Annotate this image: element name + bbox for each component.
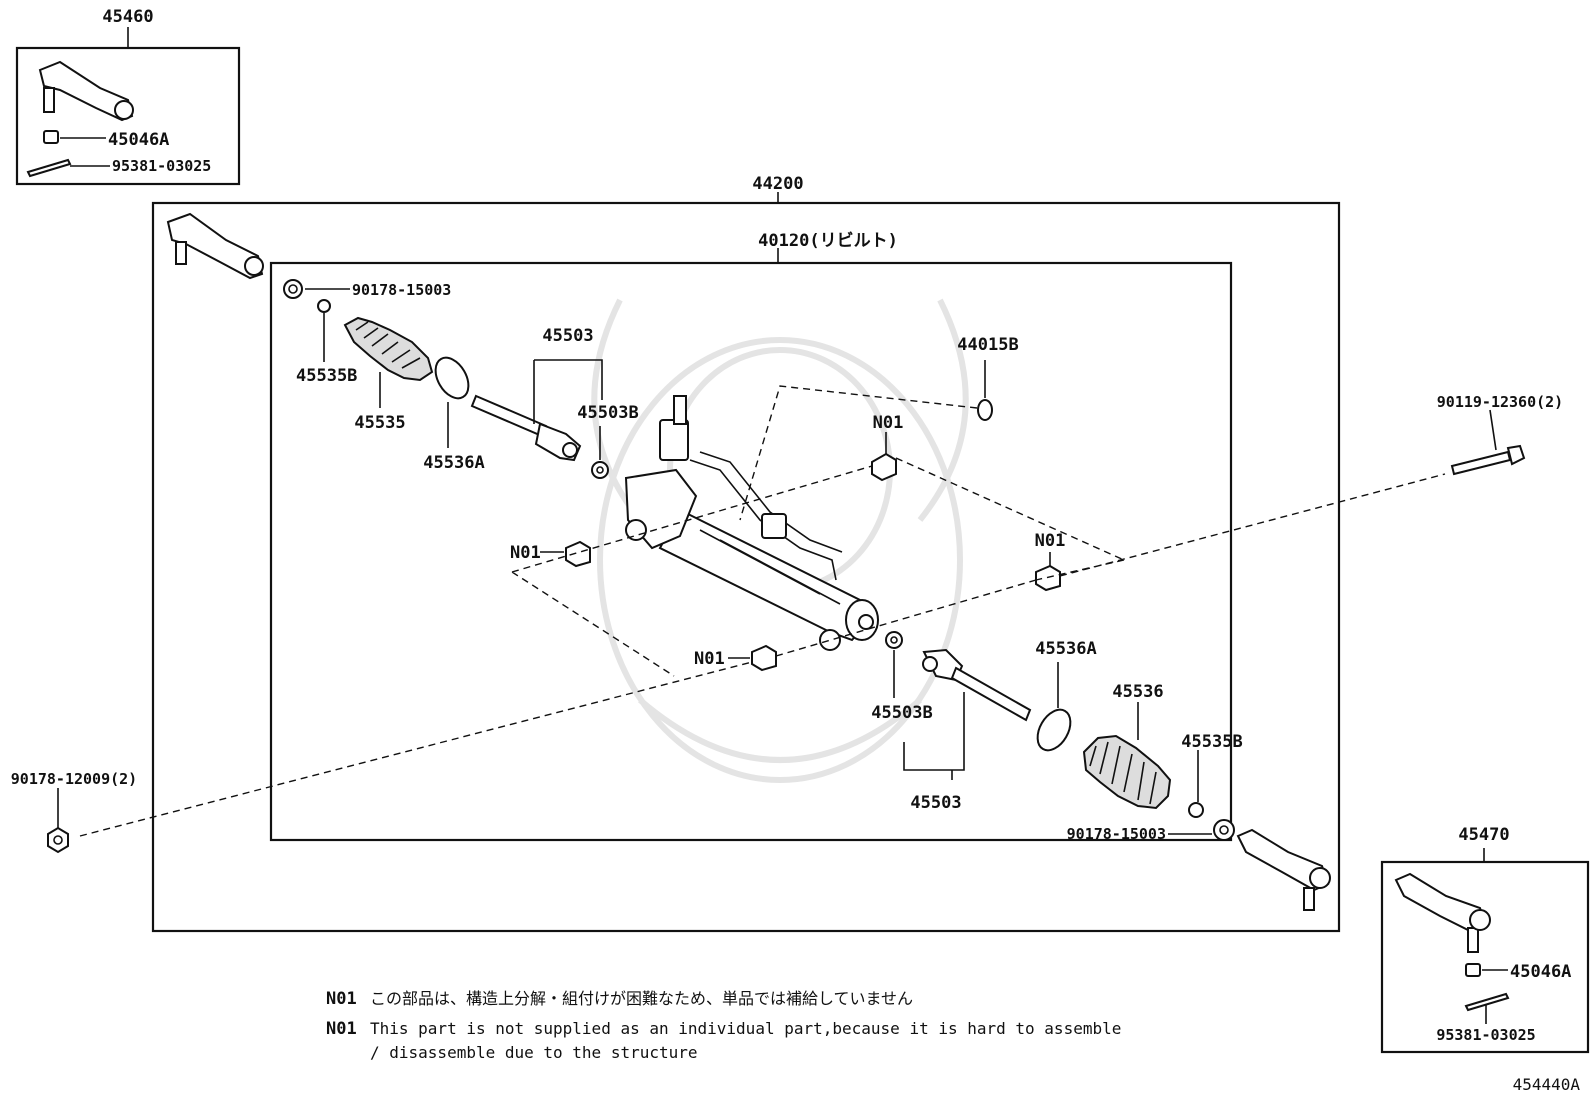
clip-bottom-icon <box>1213 819 1235 841</box>
tie-rod-right-icon <box>922 648 1032 722</box>
n01-mount-a-icon <box>871 452 897 482</box>
n01-mount-b-icon <box>565 540 591 568</box>
label-90178-15003-bottom[interactable]: 90178-15003 <box>1067 825 1166 843</box>
clamp-right-icon <box>1036 708 1072 752</box>
notes: N01 この部品は、構造上分解・組付けが困難なため、単品では補給していません N… <box>326 989 1121 1062</box>
label-45503-right[interactable]: 45503 <box>910 793 961 813</box>
washer-left-icon <box>591 461 609 479</box>
washer-right-icon <box>885 631 903 649</box>
assembly-box-44200: 44200 <box>151 174 1341 933</box>
clamp-left-icon <box>434 356 470 400</box>
label-40120[interactable]: 40120(リビルト) <box>758 231 898 251</box>
rack-box-40120: 40120(リビルト) <box>269 231 1233 842</box>
boot-right-icon <box>1082 734 1172 810</box>
label-45535[interactable]: 45535 <box>354 413 405 433</box>
label-n01-a[interactable]: N01 <box>873 413 904 433</box>
label-90178-12009[interactable]: 90178-12009(2) <box>11 770 137 788</box>
boot-left-icon <box>343 316 434 382</box>
label-45503-left[interactable]: 45503 <box>542 326 593 346</box>
label-45046a-bottom[interactable]: 45046A <box>1510 962 1571 982</box>
tie-rod-left-icon <box>470 394 582 462</box>
label-45535b-left[interactable]: 45535B <box>296 366 357 386</box>
tie-rod-end-bottom-icon <box>1394 872 1491 953</box>
boot-clamp-left-icon <box>317 299 331 313</box>
tie-rod-end-top-icon <box>38 60 134 122</box>
kit-box-45470: 45470 45046A 95381-03025 <box>1380 825 1590 1054</box>
label-90119-12360[interactable]: 90119-12360(2) <box>1437 393 1563 411</box>
label-45503b-right[interactable]: 45503B <box>871 703 932 723</box>
label-45470[interactable]: 45470 <box>1458 825 1509 845</box>
clip-top-icon <box>283 279 303 299</box>
label-95381-03025-top[interactable]: 95381-03025 <box>112 157 211 175</box>
label-45536a-left[interactable]: 45536A <box>423 453 484 473</box>
label-n01-b[interactable]: N01 <box>510 543 541 563</box>
label-45460[interactable]: 45460 <box>102 7 153 27</box>
note-code-en: N01 <box>326 1019 357 1039</box>
diagram-code: 454440A <box>1513 1075 1581 1094</box>
n01-mount-c-icon <box>1035 564 1061 592</box>
kit-box-45460: 45460 45046A 95381-03025 <box>15 7 241 186</box>
bolt-right-icon <box>1450 444 1526 476</box>
label-45503b-left[interactable]: 45503B <box>577 403 638 423</box>
n01-mount-d-icon <box>751 644 777 672</box>
nut-left-icon <box>47 826 69 854</box>
note-code-jp: N01 <box>326 989 357 1009</box>
nut-top-icon <box>43 130 59 144</box>
note-text-en-1: This part is not supplied as an individu… <box>370 1019 1121 1038</box>
label-95381-03025-bottom[interactable]: 95381-03025 <box>1436 1026 1535 1044</box>
label-44015b[interactable]: 44015B <box>957 335 1018 355</box>
label-45535b-right[interactable]: 45535B <box>1181 732 1242 752</box>
label-n01-c[interactable]: N01 <box>1035 531 1066 551</box>
label-44200[interactable]: 44200 <box>752 174 803 194</box>
label-45536a-right[interactable]: 45536A <box>1035 639 1096 659</box>
label-n01-d[interactable]: N01 <box>694 649 725 669</box>
label-90178-15003-top[interactable]: 90178-15003 <box>352 281 451 299</box>
nut-bottom-icon <box>1465 963 1481 977</box>
steering-rack-icon <box>624 395 879 651</box>
boot-clamp-right-icon <box>1188 802 1204 818</box>
note-text-jp: この部品は、構造上分解・組付けが困難なため、単品では補給していません <box>370 989 913 1008</box>
label-45046a-top[interactable]: 45046A <box>108 130 169 150</box>
note-text-en-2: / disassemble due to the structure <box>370 1043 698 1062</box>
cotter-pin-bottom-icon <box>1464 992 1510 1012</box>
tie-rod-end-right-icon <box>1236 828 1331 911</box>
cotter-pin-top-icon <box>26 158 72 178</box>
label-45536[interactable]: 45536 <box>1112 682 1163 702</box>
o-ring-icon <box>977 399 993 421</box>
tie-rod-end-left-icon <box>166 212 264 280</box>
